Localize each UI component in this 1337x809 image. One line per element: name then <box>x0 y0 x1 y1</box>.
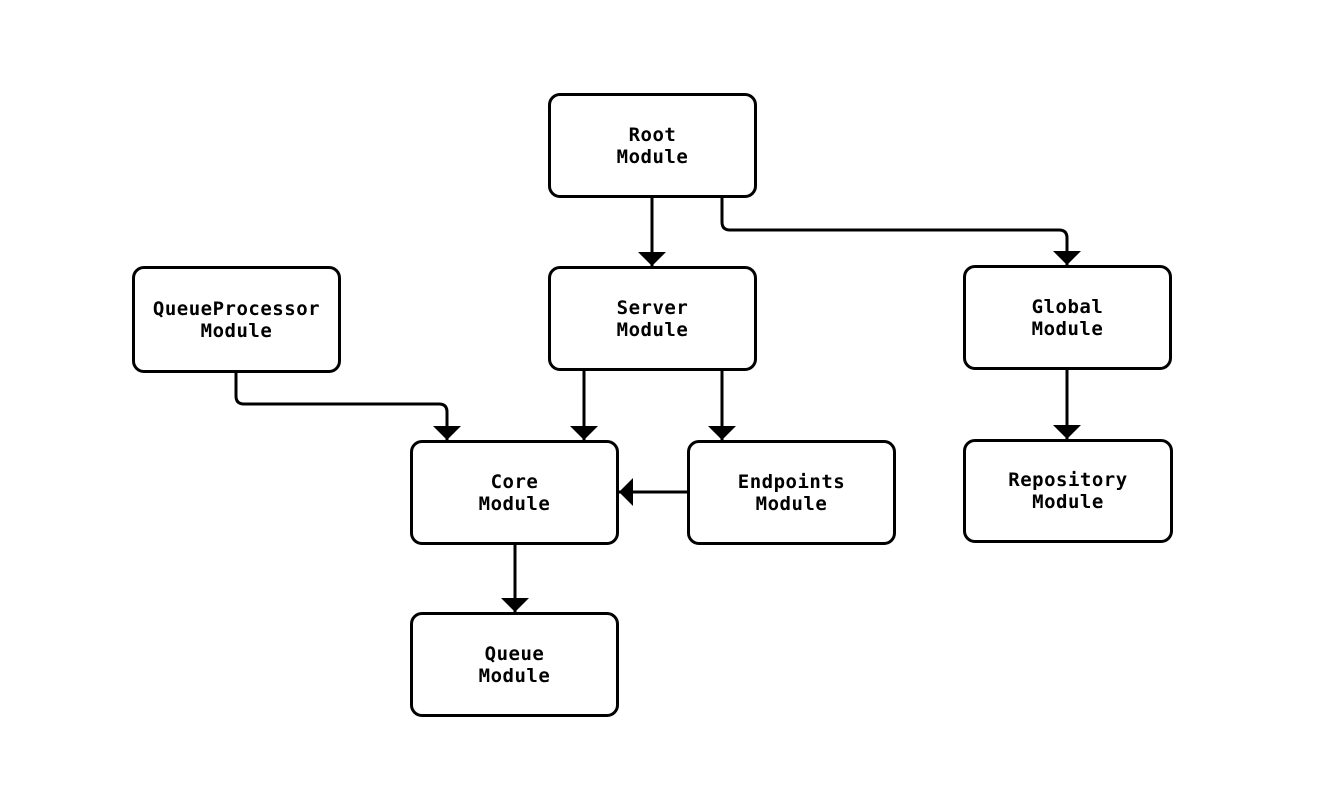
node-root-module-label: Root Module <box>616 123 689 168</box>
node-server-module: Server Module <box>548 266 757 371</box>
node-global-module: Global Module <box>963 265 1172 370</box>
node-global-module-label: Global Module <box>1031 295 1104 340</box>
node-server-module-label: Server Module <box>616 296 689 341</box>
node-queueprocessor-module-label: QueueProcessor Module <box>152 297 321 342</box>
node-queueprocessor-module: QueueProcessor Module <box>132 266 341 373</box>
node-endpoints-module: Endpoints Module <box>687 440 896 545</box>
node-repository-module-label: Repository Module <box>1008 469 1128 513</box>
node-core-module: Core Module <box>410 440 619 545</box>
node-repository-module: Repository Module <box>963 439 1173 543</box>
node-root-module: Root Module <box>548 93 757 198</box>
edge-root-to-global <box>720 198 1081 265</box>
edge-group <box>234 198 1081 612</box>
node-endpoints-module-label: Endpoints Module <box>737 470 846 515</box>
node-queue-module-label: Queue Module <box>478 642 551 687</box>
node-core-module-label: Core Module <box>478 470 551 515</box>
node-queue-module: Queue Module <box>410 612 619 717</box>
edge-queueprocessor-to-core <box>234 373 461 440</box>
